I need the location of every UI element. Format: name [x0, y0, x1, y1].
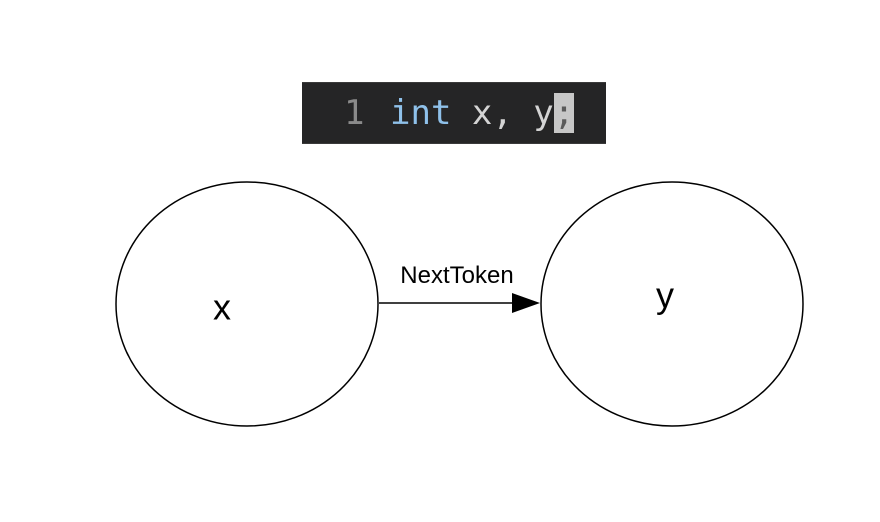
- node-x-circle: [115, 181, 379, 427]
- node-y-label: y: [656, 275, 674, 316]
- node-y: y: [540, 181, 804, 427]
- arrowhead-icon: [512, 293, 540, 313]
- text-cursor: ;: [553, 93, 575, 133]
- edge-label: NextToken: [400, 262, 513, 289]
- edge-next-token: NextToken: [379, 262, 540, 313]
- code-line: 1 int x, y ;: [302, 83, 575, 143]
- node-x-label: x: [213, 287, 231, 328]
- keyword-token: int: [390, 93, 452, 133]
- node-y-circle: [540, 181, 804, 427]
- code-snippet: 1 int x, y ;: [302, 82, 606, 144]
- line-number: 1: [344, 93, 365, 133]
- node-x: x: [115, 181, 379, 427]
- identifier-tokens: x, y: [451, 93, 554, 133]
